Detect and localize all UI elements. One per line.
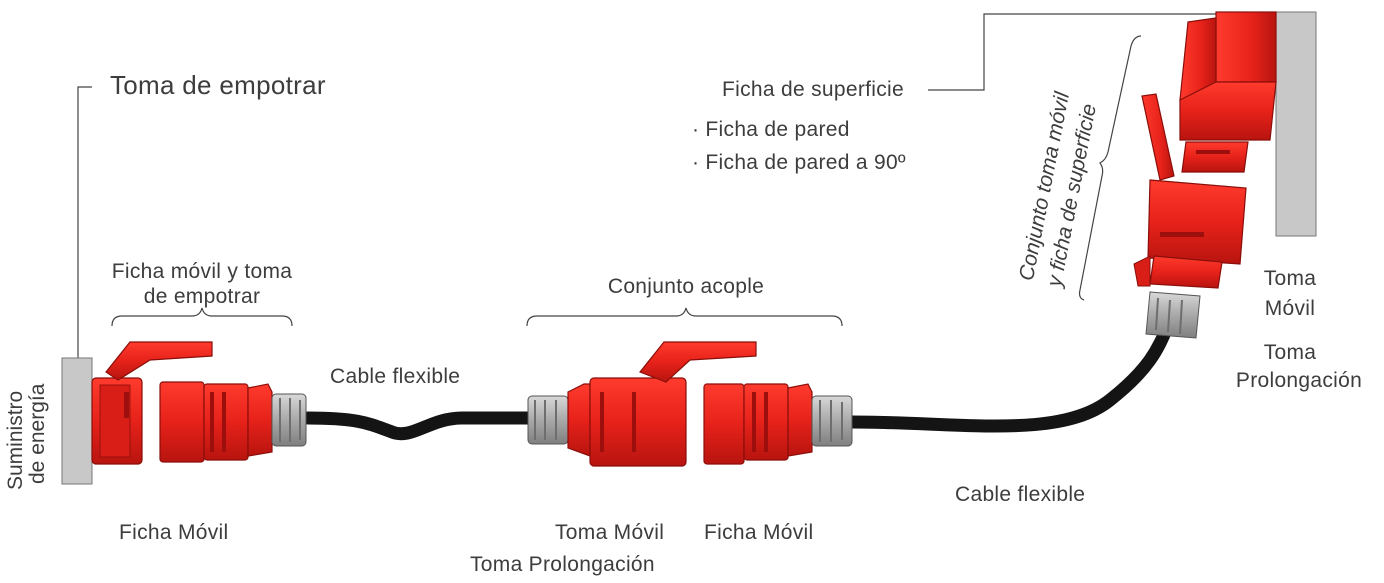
surface-plug bbox=[1179, 11, 1277, 173]
label-ficha-movil-toma-2: de empotrar bbox=[143, 285, 261, 308]
cable-flexible-1 bbox=[301, 411, 535, 441]
label-toma-prolong-right-1: Toma bbox=[1263, 341, 1317, 364]
plug-ficha-movil-left bbox=[159, 381, 307, 463]
label-cable-flexible-2: Cable flexible bbox=[955, 483, 1086, 506]
label-ficha-superficie: Ficha de superficie bbox=[722, 78, 904, 101]
label-suministro-2: de energía bbox=[26, 383, 49, 484]
label-ficha-movil-center: Ficha Móvil bbox=[704, 521, 814, 544]
mobile-socket-right bbox=[1133, 93, 1247, 339]
brace-ficha-movil-toma-empotrar bbox=[111, 307, 293, 327]
wall-plate-left bbox=[61, 357, 93, 485]
label-toma-prolong-right-2: Prolongación bbox=[1235, 369, 1363, 392]
label-ficha-pared: · Ficha de pared bbox=[692, 118, 850, 141]
label-toma-movil-right-1: Toma bbox=[1263, 267, 1317, 290]
coupler-ficha-movil bbox=[703, 383, 853, 465]
socket-empotrar bbox=[91, 341, 213, 465]
brace-conjunto-superficie bbox=[1078, 35, 1142, 301]
coupler-toma-movil bbox=[527, 341, 757, 467]
cable-flexible-2 bbox=[845, 318, 1175, 433]
label-ficha-movil-left: Ficha Móvil bbox=[119, 521, 229, 544]
label-toma-empotrar: Toma de empotrar bbox=[110, 70, 326, 100]
label-cable-flexible-1: Cable flexible bbox=[330, 365, 461, 388]
label-toma-prolongacion-center: Toma Prolongación bbox=[470, 553, 655, 576]
label-toma-movil-right-2: Móvil bbox=[1264, 297, 1316, 320]
wall-plate-right bbox=[1275, 11, 1317, 237]
label-ficha-pared-90: · Ficha de pared a 90º bbox=[692, 151, 906, 174]
label-conjunto-acople: Conjunto acople bbox=[607, 275, 765, 298]
label-ficha-movil-toma-1: Ficha móvil y toma bbox=[111, 260, 293, 283]
label-toma-movil-center: Toma Móvil bbox=[555, 521, 665, 544]
leader-ficha-superficie bbox=[928, 13, 1218, 91]
brace-conjunto-acople bbox=[526, 307, 843, 327]
label-suministro-1: Suministro bbox=[4, 390, 27, 490]
leader-toma-empotrar bbox=[77, 86, 92, 358]
